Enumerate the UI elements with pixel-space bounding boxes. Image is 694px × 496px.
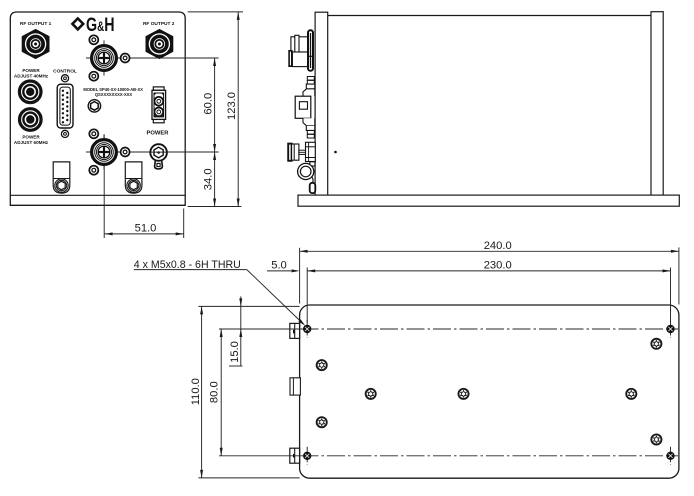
svg-text:ADJUST 40MHz: ADJUST 40MHz — [14, 73, 49, 78]
svg-text:51.0: 51.0 — [135, 223, 157, 235]
svg-text:240.0: 240.0 — [484, 240, 512, 252]
svg-text:60.0: 60.0 — [203, 93, 215, 115]
svg-text:POWER: POWER — [22, 68, 40, 73]
svg-text:MODEL SP40-XX-10000-AB-XX: MODEL SP40-XX-10000-AB-XX — [83, 87, 143, 92]
svg-text:123.0: 123.0 — [226, 92, 238, 120]
svg-text:15.0: 15.0 — [229, 341, 241, 363]
svg-text:ADJUST 60MHz: ADJUST 60MHz — [14, 140, 49, 145]
svg-text:4 x M5x0.8 - 6H THRU: 4 x M5x0.8 - 6H THRU — [134, 259, 241, 271]
svg-text:34.0: 34.0 — [202, 168, 214, 190]
svg-text:230.0: 230.0 — [484, 260, 512, 272]
svg-text:CONTROL: CONTROL — [53, 69, 77, 75]
svg-text:QSXXXXXXXX-XXX: QSXXXXXXXX-XXX — [95, 92, 133, 97]
svg-text:POWER: POWER — [147, 130, 170, 136]
svg-text:110.0: 110.0 — [190, 378, 202, 405]
svg-text:POWER: POWER — [22, 135, 40, 140]
svg-text:5.0: 5.0 — [271, 260, 287, 272]
svg-text:RF OUTPUT 1: RF OUTPUT 1 — [20, 21, 52, 27]
svg-text:G&H: G&H — [86, 14, 115, 36]
svg-text:RF OUTPUT 2: RF OUTPUT 2 — [143, 21, 175, 27]
svg-text:80.0: 80.0 — [208, 381, 220, 403]
